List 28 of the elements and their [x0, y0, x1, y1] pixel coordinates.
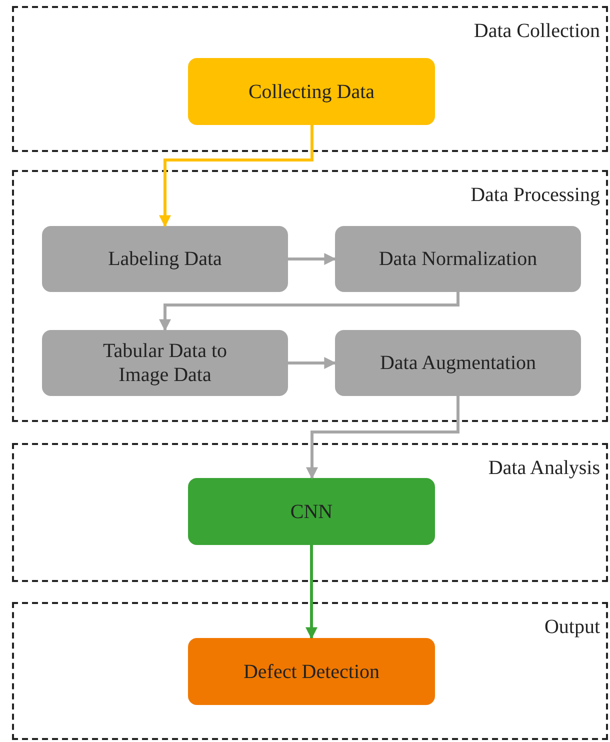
process-box — [42, 330, 288, 396]
arrow — [159, 292, 460, 332]
arrow — [288, 253, 336, 265]
stage-panel — [12, 602, 608, 740]
stage-heading: Output — [544, 616, 600, 639]
stage-panel — [12, 443, 608, 582]
box-label: CNN — [290, 500, 333, 524]
arrow — [288, 357, 336, 369]
process-box — [335, 330, 581, 396]
arrow — [159, 125, 314, 228]
process-box — [42, 226, 288, 292]
box-label: Labeling Data — [108, 247, 222, 271]
process-box — [188, 58, 435, 125]
stage-heading: Data Analysis — [488, 457, 600, 480]
box-label: Defect Detection — [243, 660, 380, 684]
arrow — [306, 396, 460, 480]
box-label: Tabular Data to Image Data — [102, 339, 228, 387]
box-label: Data Augmentation — [380, 351, 536, 375]
stage-panel — [12, 6, 608, 152]
box-label: Data Normalization — [378, 247, 538, 271]
box-label: Collecting Data — [248, 80, 375, 104]
process-box — [188, 478, 435, 545]
stage-heading: Data Processing — [470, 184, 600, 207]
arrow — [306, 545, 318, 640]
process-box — [188, 638, 435, 705]
stage-panel — [12, 170, 608, 422]
stage-heading: Data Collection — [474, 20, 600, 43]
process-box — [335, 226, 581, 292]
